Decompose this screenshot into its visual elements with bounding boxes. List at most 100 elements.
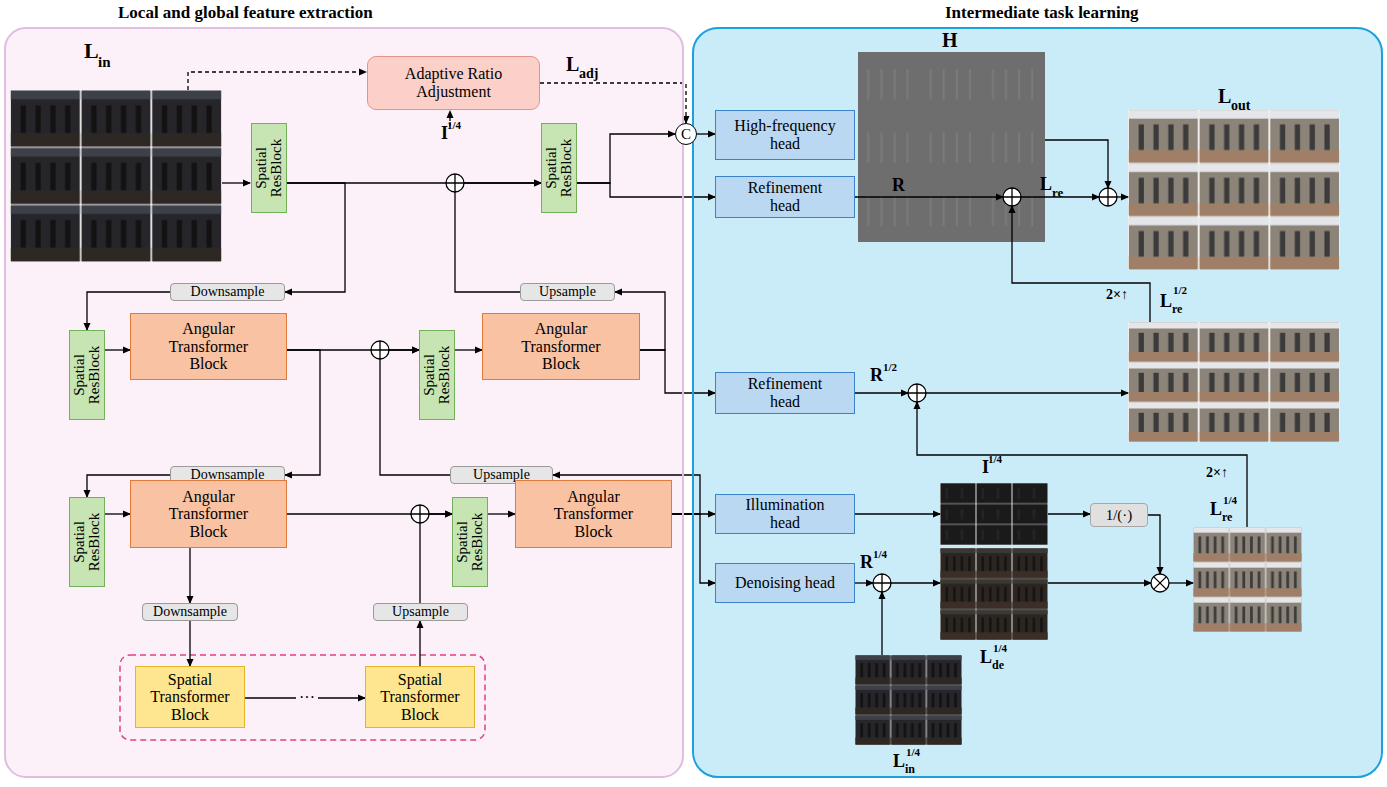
light-field-image [10,90,222,262]
wire [222,182,250,183]
add-symbol [446,174,464,192]
node-text: High-frequency head [729,117,841,152]
wire [1169,582,1193,583]
connector [540,83,686,123]
node-text: Upsample [539,285,596,299]
connector [420,514,452,603]
math-label: re [1052,186,1063,199]
math-label: ··· [296,690,318,706]
wire [1117,196,1128,197]
wire [917,402,1247,527]
connector [455,183,541,292]
light-field-image [858,52,1045,242]
head-box: Denoising head [715,563,855,603]
connector [419,621,420,666]
light-field-image [1128,110,1340,270]
math-label: L [1040,175,1052,193]
light-field-image [855,655,962,745]
math-label: 1/2 [1173,285,1187,296]
wire [881,592,882,655]
transformer-block: Angular Transformer Block [482,313,640,380]
math-label: L [893,752,905,770]
sampling-box: Downsample [142,603,238,621]
math-label: L [566,54,579,74]
resblock: Spatial ResBlock [452,497,488,587]
resblock: Spatial ResBlock [69,330,105,420]
connector [285,183,345,292]
sampling-box: Upsample [520,283,615,301]
node-text: Spatial ResBlock [72,333,102,417]
transformer-block: Angular Transformer Block [130,480,287,548]
node-text: 1/(·) [1106,508,1133,523]
add-symbol [411,505,429,523]
math-label: 2×↑ [1206,466,1228,480]
resblock: Spatial ResBlock [69,497,105,587]
panel-ground [4,27,684,778]
add-symbol [1099,188,1117,206]
resblock: Spatial ResBlock [419,330,455,420]
light-field-image [940,548,1048,640]
math-label: adj [579,67,598,81]
math-label: I [982,458,989,476]
panel: Intermediate task learningCHigh-frequenc… [692,27,1383,778]
node-text: Spatial Transformer Block [372,671,468,724]
wire [855,196,1003,197]
panel-heading: Intermediate task learning [945,4,1139,23]
node-text: Adaptive Ratio Adjustment [379,65,529,100]
node-text: Spatial ResBlock [72,500,102,584]
wire [1012,206,1150,322]
math-label: 1/4 [988,454,1002,465]
math-label: R [892,176,905,194]
wire [1148,515,1160,574]
connector [577,183,715,197]
node-text: Refinement head [735,179,835,214]
connector [640,350,715,393]
multiply-symbol [1151,574,1169,592]
sampling-box: Upsample [373,603,468,621]
node-text: Angular Transformer Block [539,488,649,541]
concat-circle: C [675,123,697,145]
panel: Local and global feature extractionAdapt… [4,27,684,778]
transformer-block: Spatial Transformer Block [135,666,245,728]
node-text: Angular Transformer Block [154,488,264,541]
node-text: Spatial ResBlock [254,126,284,210]
wire [1048,513,1090,514]
wire [855,392,908,393]
node-text: Spatial ResBlock [455,500,485,584]
connector [105,513,130,514]
head-box: Refinement head [715,372,855,414]
node-text: Downsample [153,605,227,619]
wire [891,582,940,583]
add-symbol [908,384,926,402]
panel-ground [692,27,1383,778]
node-text: Spatial Transformer Block [142,671,238,724]
math-label: L [84,40,99,62]
connector [189,621,190,666]
math-label: 2×↑ [1106,288,1128,302]
math-label: 1/2 [883,362,897,373]
math-label: out [1231,99,1250,113]
math-label: de [992,659,1004,671]
connector [285,350,320,475]
resblock: Spatial ResBlock [541,123,577,213]
math-label: R [870,366,883,384]
math-label: 1/4 [447,120,461,131]
node-text: Angular Transformer Block [154,320,264,373]
add-symbol [873,574,891,592]
math-label: L [1160,292,1172,310]
wire [855,513,940,514]
add-symbol [371,341,389,359]
head-box: High-frequency head [715,110,855,160]
math-label: 1/4 [906,747,920,758]
math-label: L [1210,500,1222,518]
operation-box: 1/(·) [1090,503,1148,527]
connector [488,513,515,514]
math-label: R [860,553,873,571]
wire [1048,582,1151,583]
resblock: Spatial ResBlock [251,123,287,213]
transformer-block: Angular Transformer Block [515,480,672,548]
connector [189,548,190,603]
light-field-image [1193,527,1302,632]
